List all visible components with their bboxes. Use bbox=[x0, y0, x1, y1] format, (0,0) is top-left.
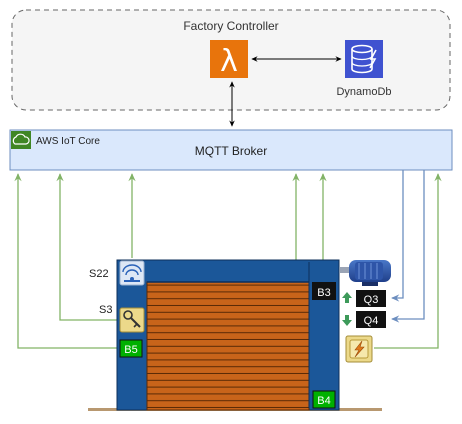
mqtt-broker-box[interactable] bbox=[9, 129, 453, 171]
factory-machine[interactable] bbox=[116, 259, 340, 411]
b3-label: B3 bbox=[317, 287, 330, 299]
b5-label: B5 bbox=[124, 344, 137, 356]
b4-label: B4 bbox=[317, 395, 330, 407]
q3-tag[interactable]: Q3 bbox=[356, 290, 386, 307]
iot-core-label: AWS IoT Core bbox=[36, 136, 100, 147]
b3-tag[interactable]: B3 bbox=[312, 282, 336, 300]
up-arrow-icon bbox=[342, 292, 352, 303]
s3-label: S3 bbox=[99, 304, 112, 316]
s3-connector bbox=[56, 173, 120, 321]
svg-text:λ: λ bbox=[220, 44, 238, 79]
lambda-icon[interactable]: λ bbox=[210, 40, 248, 79]
motor-icon[interactable] bbox=[340, 260, 391, 286]
dynamodb-icon[interactable] bbox=[345, 40, 383, 78]
broker-label: MQTT Broker bbox=[195, 144, 267, 158]
blue-connectors bbox=[391, 170, 425, 323]
power-supply-icon[interactable] bbox=[345, 335, 373, 363]
key-switch-icon[interactable] bbox=[119, 307, 145, 333]
signal-sensor-icon[interactable] bbox=[119, 260, 145, 286]
b5-connector bbox=[14, 173, 120, 349]
down-arrow-icon bbox=[342, 315, 352, 326]
s22-label: S22 bbox=[89, 268, 109, 280]
dynamodb-label: DynamoDb bbox=[336, 86, 391, 98]
q4-tag[interactable]: Q4 bbox=[356, 311, 386, 328]
q3-label: Q3 bbox=[364, 294, 379, 306]
b5-tag[interactable]: B5 bbox=[119, 339, 143, 358]
controller-title: Factory Controller bbox=[183, 19, 278, 33]
roller-shutter bbox=[146, 281, 310, 411]
q3-connector bbox=[391, 170, 404, 302]
iot-core-icon bbox=[11, 131, 31, 149]
q4-connector bbox=[391, 170, 425, 323]
b4-tag[interactable]: B4 bbox=[312, 390, 336, 409]
q4-label: Q4 bbox=[364, 315, 379, 327]
power-connector bbox=[374, 173, 442, 349]
